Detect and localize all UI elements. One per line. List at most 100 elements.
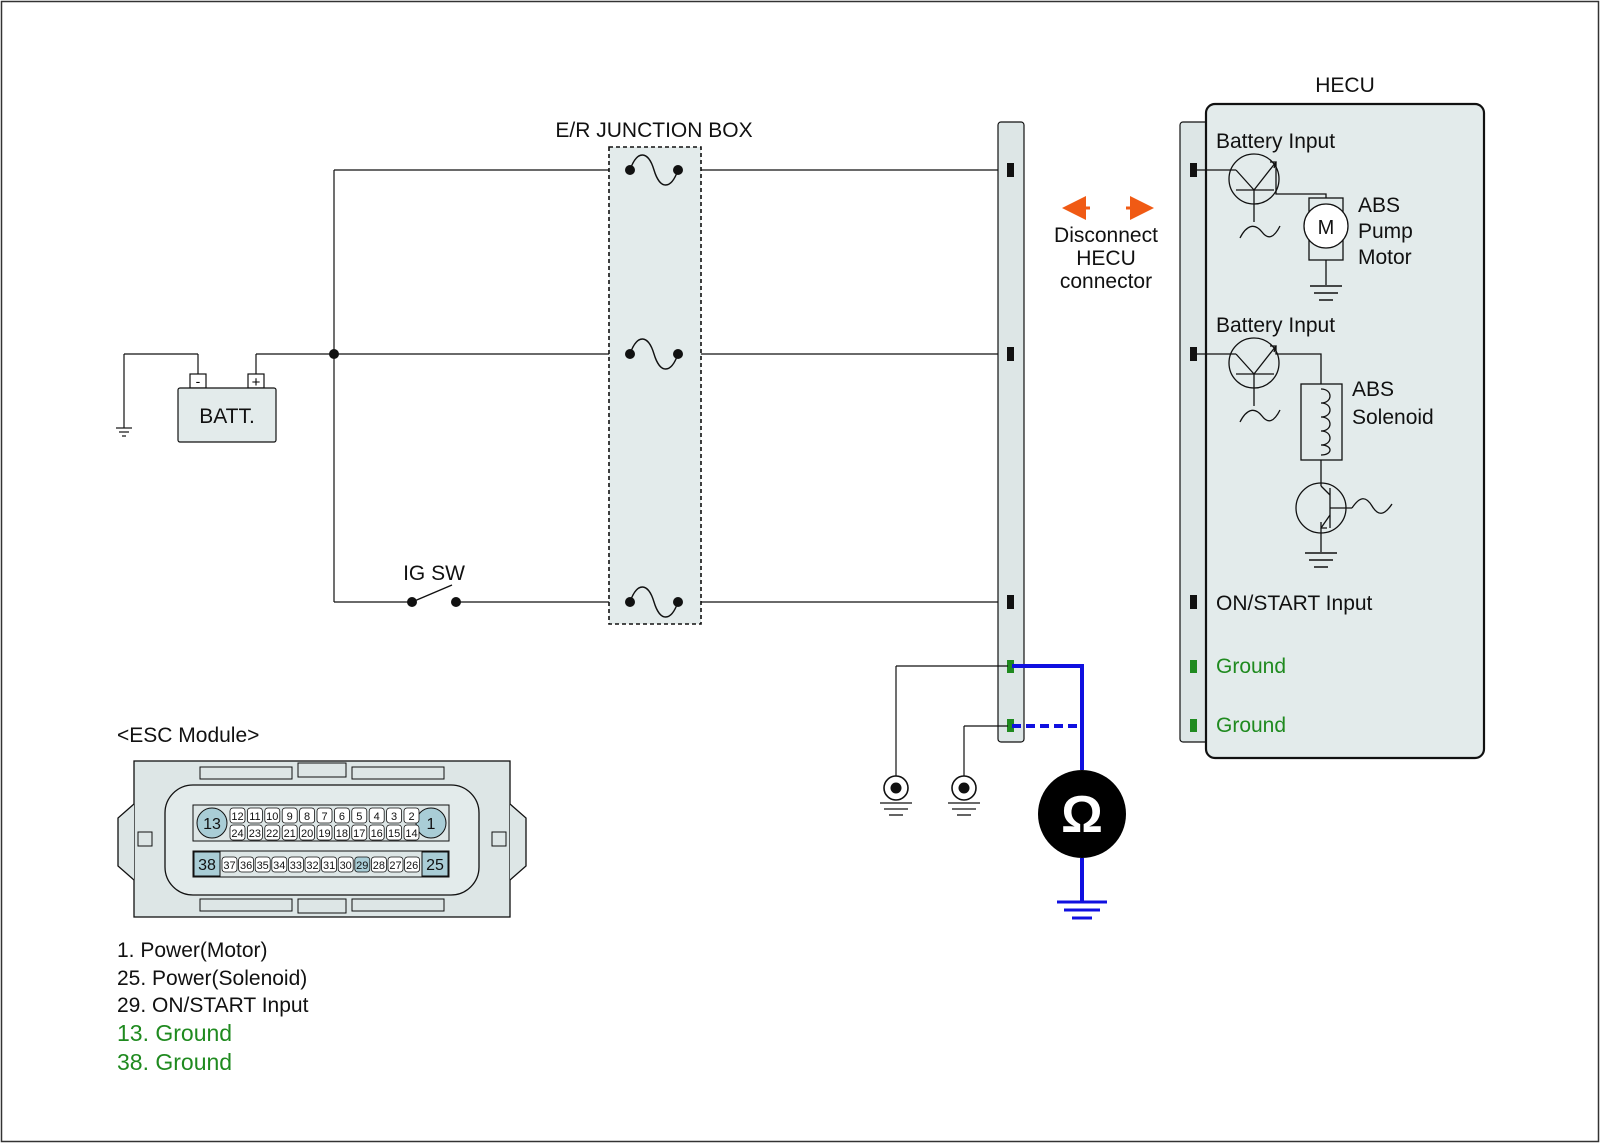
esc-pin-label: 30 <box>340 860 352 872</box>
esc-pin-15 <box>386 824 403 841</box>
esc-pin-32 <box>304 856 321 873</box>
esc-pin-35 <box>254 856 271 873</box>
disconnect-note-line2: HECU <box>1076 247 1136 270</box>
harness-pin-3 <box>1007 595 1014 609</box>
esc-pin-label: 29 <box>356 860 368 872</box>
solenoid-label-line2: Solenoid <box>1352 406 1434 429</box>
esc-pin-1-label: 1 <box>427 816 436 833</box>
esc-pin-label: 37 <box>223 860 235 872</box>
battery-label: BATT. <box>199 405 255 428</box>
esc-module-title: <ESC Module> <box>117 724 259 747</box>
esc-pin-14 <box>403 824 420 841</box>
esc-pin-36 <box>238 856 255 873</box>
ohmmeter-probe-wires <box>1012 664 1107 920</box>
harness-pin-2 <box>1007 347 1014 361</box>
transistor-icon <box>1197 153 1327 239</box>
esc-pin-label: 31 <box>323 860 335 872</box>
esc-pin-label: 6 <box>339 811 345 823</box>
hecu-battery-input-2: Battery Input <box>1216 314 1335 337</box>
hecu-body <box>1204 102 1486 760</box>
esc-pin-5 <box>351 807 368 824</box>
chassis-ground-icon <box>948 775 980 816</box>
esc-pin-label: 14 <box>405 828 417 840</box>
esc-pin-13-label: 13 <box>203 816 221 833</box>
hecu-ground-2: Ground <box>1216 714 1286 737</box>
hecu-ground-1: Ground <box>1216 655 1286 678</box>
esc-pin-23 <box>246 824 263 841</box>
esc-pin-13 <box>196 807 228 839</box>
esc-pin-16 <box>368 824 385 841</box>
wiring <box>256 169 1004 603</box>
esc-pin-label: 35 <box>257 860 269 872</box>
esc-pin-26 <box>404 856 421 873</box>
esc-pin-label: 20 <box>301 828 313 840</box>
esc-pin-17 <box>351 824 368 841</box>
esc-pin-label: 8 <box>304 811 310 823</box>
esc-pin-3 <box>386 807 403 824</box>
disconnect-note-line1: Disconnect <box>1054 224 1158 247</box>
esc-pin-19 <box>316 824 333 841</box>
hecu-ground-pin-1 <box>1190 660 1197 673</box>
esc-pin-27 <box>387 856 404 873</box>
esc-pin-label: 19 <box>318 828 330 840</box>
esc-pin-label: 5 <box>356 811 362 823</box>
harness-connector <box>997 121 1025 743</box>
battery-ground-icon <box>116 427 132 437</box>
motor-label-line2: Pump <box>1358 220 1413 243</box>
hecu-ground-pin-2 <box>1190 719 1197 732</box>
ignition-switch <box>407 584 461 607</box>
hecu-pin-2 <box>1190 347 1197 361</box>
transistor-icon <box>1295 482 1393 568</box>
junction-box <box>608 146 702 625</box>
esc-pin-7 <box>316 807 333 824</box>
harness-ground-pin-1 <box>1007 660 1014 673</box>
esc-pin-label: 2 <box>408 811 414 823</box>
hecu-on-start-input: ON/START Input <box>1216 592 1373 615</box>
solenoid-label-line1: ABS <box>1352 378 1394 401</box>
esc-pin-label: 28 <box>373 860 385 872</box>
esc-pin-25-label: 25 <box>426 857 444 874</box>
esc-pin-30 <box>337 856 354 873</box>
transistor-icon <box>1197 337 1322 423</box>
esc-pin-label: 24 <box>231 828 243 840</box>
esc-pin-22 <box>264 824 281 841</box>
esc-pin-label: 15 <box>388 828 400 840</box>
hecu-pin-3 <box>1190 595 1197 609</box>
esc-pin-label: 32 <box>306 860 318 872</box>
chassis-ground-icon <box>880 775 912 816</box>
battery-minus-label: - <box>196 373 201 389</box>
esc-pin-4 <box>368 807 385 824</box>
esc-pin-label: 22 <box>266 828 278 840</box>
legend-item: 1. Power(Motor) <box>117 939 268 962</box>
fuse-3 <box>625 586 683 618</box>
esc-pin-31 <box>321 856 338 873</box>
legend-item-ground: 13. Ground <box>117 1020 232 1046</box>
motor-label-line1: ABS <box>1358 194 1400 217</box>
esc-pin-label: 9 <box>287 811 293 823</box>
fuse-1 <box>625 154 683 186</box>
esc-pin-38 <box>193 851 221 877</box>
legend-item-ground: 38. Ground <box>117 1049 232 1075</box>
esc-pin-label: 10 <box>266 811 278 823</box>
pump-motor-icon: M <box>1303 197 1349 301</box>
junction-box-title: E/R JUNCTION BOX <box>555 119 752 142</box>
harness-pin-1 <box>1007 163 1014 177</box>
esc-pin-9 <box>281 807 298 824</box>
esc-pin-11 <box>246 807 263 824</box>
battery: - + BATT. <box>116 353 277 443</box>
esc-pin-label: 4 <box>374 811 380 823</box>
esc-pin-37 <box>221 856 238 873</box>
esc-pin-10 <box>264 807 281 824</box>
motor-symbol: M <box>1318 217 1335 239</box>
esc-pin-12 <box>229 807 246 824</box>
solenoid-coil-icon <box>1300 383 1343 486</box>
hecu-pin-1 <box>1190 163 1197 177</box>
esc-pin-20 <box>299 824 316 841</box>
ohmmeter-symbol: Ω <box>1061 786 1103 844</box>
esc-pin-label: 16 <box>371 828 383 840</box>
legend-item: 29. ON/START Input <box>117 994 309 1017</box>
esc-pin-38-label: 38 <box>198 857 216 874</box>
